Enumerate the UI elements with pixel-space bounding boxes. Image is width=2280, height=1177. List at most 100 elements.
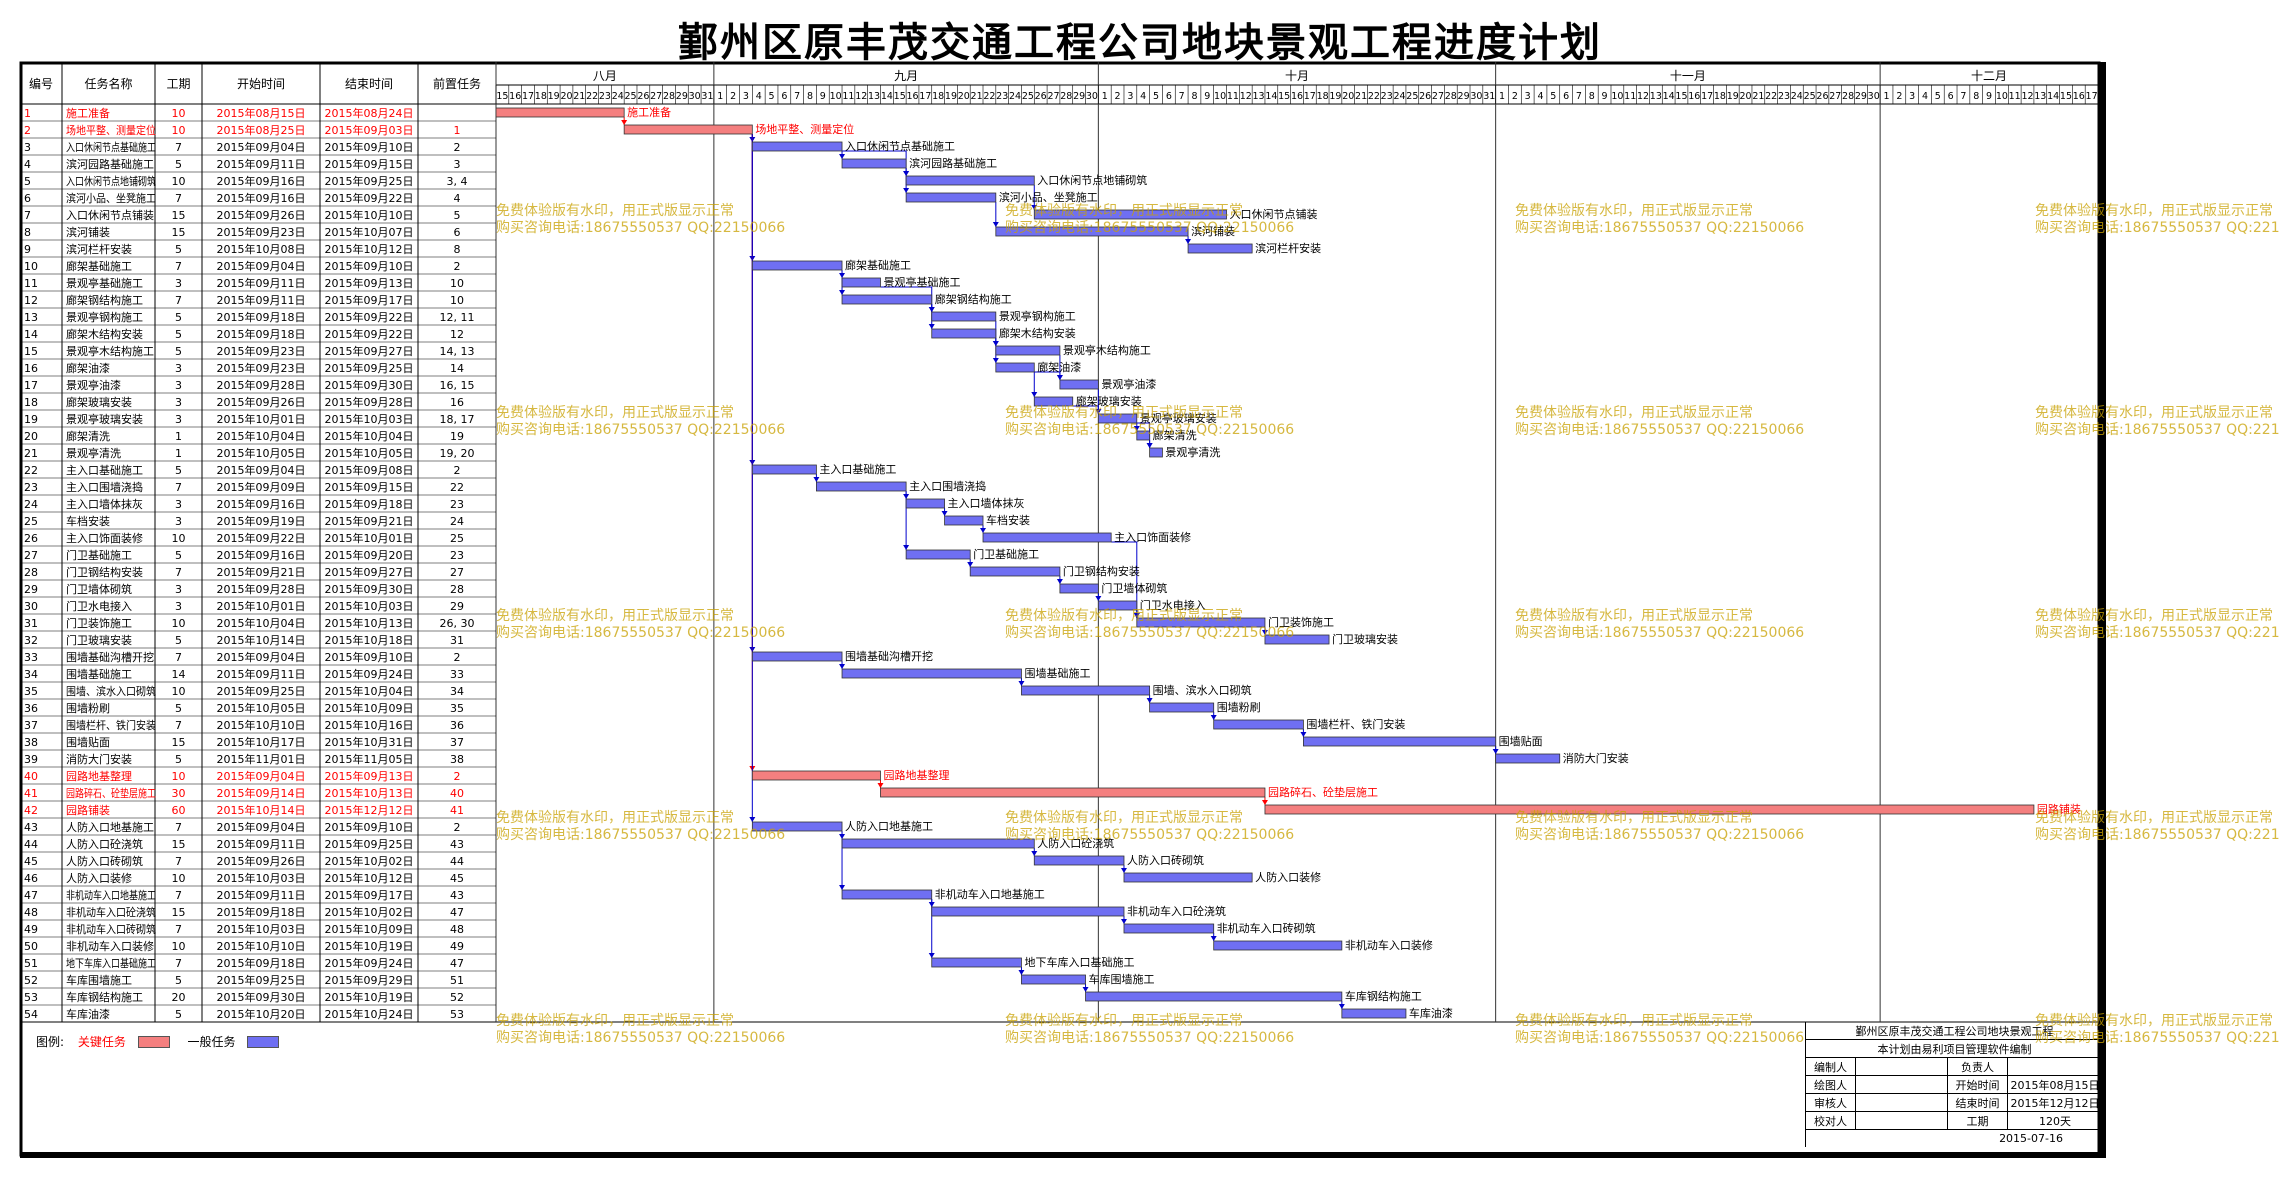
task-cell-start: 2015年09月25日 [217,973,306,987]
day-label: 7 [794,91,800,102]
day-label: 2 [730,91,736,102]
gantt-bar [841,889,933,900]
dependency-arrow [903,188,910,193]
day-label: 1 [1884,91,1890,102]
task-cell-end: 2015年10月12日 [325,242,414,256]
bar-label: 地下车库入口基础施工 [1024,955,1134,969]
bar-label: 围墙、滨水入口砌筑 [1153,683,1252,697]
task-cell-id: 11 [24,277,38,290]
gantt-bar [751,651,843,662]
day-label: 28 [1060,91,1072,102]
task-cell-name: 主入口围墙浇捣 [66,480,143,494]
task-cell-pred: 3, 4 [447,175,468,188]
task-cell-id: 29 [24,583,38,596]
task-cell-dur: 7 [175,566,182,579]
task-cell-end: 2015年09月15日 [325,157,414,171]
task-cell-name: 廊架油漆 [66,361,110,375]
task-cell-id: 53 [24,991,38,1004]
task-cell-start: 2015年09月04日 [217,140,306,154]
task-cell-dur: 7 [175,957,182,970]
task-cell-end: 2015年10月03日 [325,412,414,426]
task-cell-pred: 14 [450,362,464,375]
bar-label: 主入口基础施工 [819,463,896,476]
task-cell-start: 2015年09月04日 [217,463,306,477]
task-cell-start: 2015年09月16日 [217,174,306,188]
task-cell-dur: 30 [172,787,186,800]
dependency-arrow [1261,800,1268,805]
task-cell-name: 车库围墙施工 [66,973,132,987]
task-cell-start: 2015年09月16日 [217,191,306,205]
task-cell-name: 主入口墙体抹灰 [66,497,143,511]
task-cell-id: 24 [24,498,38,511]
info-label-drawer: 绘图人 [1806,1076,1856,1093]
dependency-arrow [1185,239,1192,244]
task-cell-start: 2015年10月20日 [217,1007,306,1021]
task-cell-name: 廊架清洗 [66,429,110,443]
day-label: 27 [1047,91,1059,102]
legend-normal-swatch [247,1035,280,1048]
bar-label: 园路碎石、砼垫层施工 [1268,785,1378,799]
task-cell-pred: 5 [454,209,461,222]
task-cell-end: 2015年09月22日 [325,191,414,205]
task-cell-end: 2015年09月15日 [325,480,414,494]
bar-label: 主入口围墙浇捣 [909,479,986,493]
task-cell-dur: 15 [172,736,186,749]
bar-label: 围墙贴面 [1499,734,1543,748]
gantt-bar [1213,719,1304,730]
day-label: 1 [1102,91,1108,102]
task-cell-end: 2015年10月04日 [325,684,414,698]
task-cell-start: 2015年10月14日 [217,803,306,817]
task-cell-name: 围墙贴面 [66,735,110,749]
task-cell-start: 2015年09月28日 [217,582,306,596]
task-cell-id: 16 [24,362,38,375]
day-label: 2 [1115,91,1121,102]
task-cell-pred: 18, 17 [440,413,475,426]
day-label: 31 [1483,91,1495,102]
task-cell-name: 围墙基础施工 [66,667,132,681]
task-cell-dur: 5 [175,549,182,562]
task-cell-name: 围墙粉刷 [66,701,110,715]
month-label: 九月 [894,69,918,83]
task-cell-id: 44 [24,838,38,851]
task-cell-id: 28 [24,566,38,579]
task-cell-end: 2015年08月24日 [325,106,414,120]
task-cell-pred: 6 [454,226,461,239]
day-label: 30 [1086,91,1098,102]
bar-label: 廊架基础施工 [845,258,911,272]
task-cell-id: 34 [24,668,38,681]
dependency-arrow [1146,443,1153,448]
gantt-bar [931,906,1125,917]
task-cell-start: 2015年09月14日 [217,786,306,800]
gantt-bar [969,566,1061,577]
task-cell-id: 37 [24,719,38,732]
day-label: 16 [1291,91,1303,102]
dependency-arrow [813,477,820,482]
task-cell-id: 5 [24,175,31,188]
task-cell-dur: 7 [175,889,182,902]
task-cell-id: 15 [24,345,38,358]
task-cell-pred: 2 [454,770,461,783]
info-value-reviewer [1856,1094,1948,1111]
bar-label: 园路地基整理 [883,768,949,782]
task-cell-start: 2015年10月05日 [217,701,306,715]
gantt-bar [982,532,1112,543]
task-cell-end: 2015年09月25日 [325,174,414,188]
day-label: 25 [625,91,637,102]
task-cell-end: 2015年10月31日 [325,735,414,749]
task-cell-id: 22 [24,464,38,477]
task-cell-dur: 7 [175,294,182,307]
dependency-arrow [928,953,935,958]
day-label: 19 [1727,91,1739,102]
day-label: 17 [2086,91,2098,102]
task-cell-dur: 15 [172,226,186,239]
dependency-arrow [839,290,846,295]
task-cell-pred: 10 [450,277,464,290]
gantt-bar [931,957,1022,968]
day-label: 19 [1329,91,1341,102]
task-cell-name: 廊架木结构安装 [66,327,143,341]
gantt-bar [1097,600,1138,611]
day-label: 6 [1166,91,1172,102]
task-cell-dur: 20 [172,991,186,1004]
task-cell-pred: 41 [450,804,464,817]
day-label: 9 [1204,91,1210,102]
